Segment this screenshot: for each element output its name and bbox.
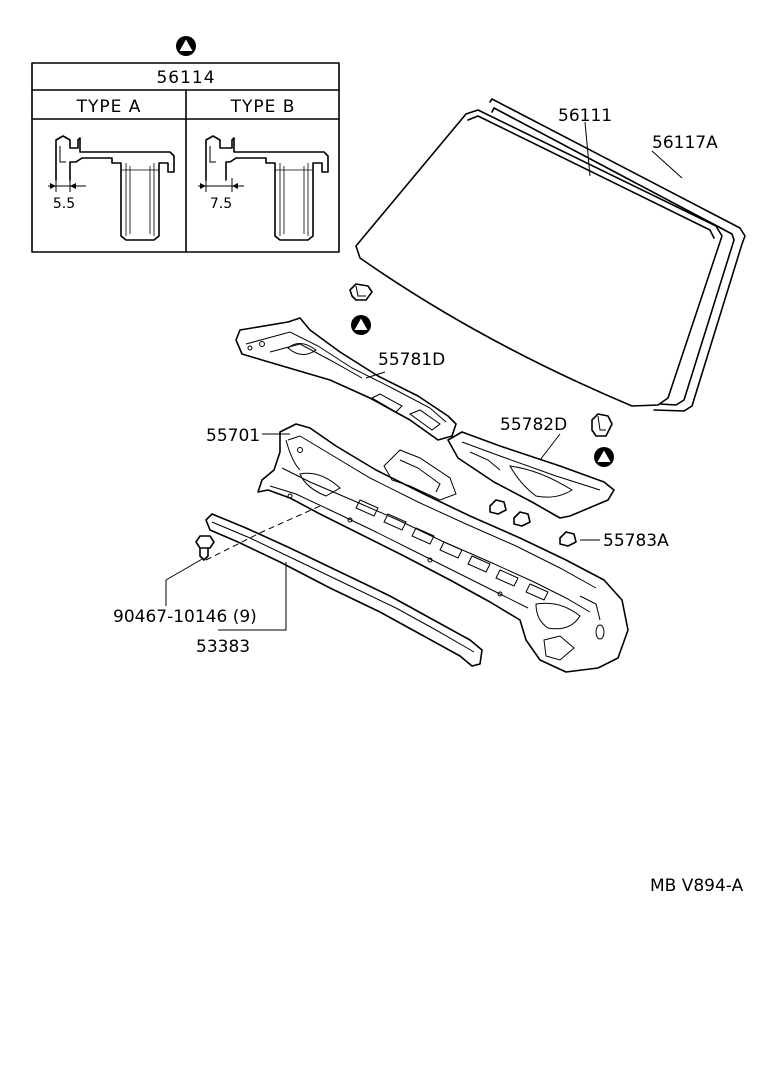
- leader-lines: [165, 121, 683, 631]
- triangle-in-circle-icon: [176, 36, 196, 56]
- left-windshield-clip: [349, 283, 373, 301]
- right-clip-marker-icon: [594, 447, 614, 467]
- callout-clip: 90467-10146 (9): [113, 607, 257, 627]
- left-clip-marker-icon: [351, 315, 371, 335]
- cowl-top-vent-rh-drawing: [447, 431, 615, 519]
- callout-cowl-plug: 55783A: [603, 531, 669, 551]
- clip-90467-drawing: [195, 535, 215, 561]
- callout-cowl-panel: 55701: [206, 426, 260, 446]
- type-b-dimension: 7.5: [210, 196, 232, 212]
- cowl-panel-drawing: [257, 423, 629, 673]
- windshield-glass-drawing: [355, 109, 723, 407]
- inset-part-number: 56114: [156, 68, 215, 88]
- type-a-label: TYPE A: [76, 97, 142, 117]
- type-a-clip-drawing: [48, 135, 175, 241]
- cowl-seal-drawing: [205, 513, 483, 667]
- cowl-plugs-drawing: [489, 499, 577, 547]
- type-b-clip-drawing: [198, 135, 329, 241]
- windshield-moulding-drawing: [489, 98, 746, 412]
- callout-windshield-glass: 56111: [558, 106, 612, 126]
- right-windshield-clip: [591, 413, 613, 437]
- callout-cowl-top-vent-rh: 55782D: [500, 415, 567, 435]
- callout-seal: 53383: [196, 637, 250, 657]
- type-b-label: TYPE B: [230, 97, 296, 117]
- callout-windshield-moulding: 56117A: [652, 133, 718, 153]
- type-a-dimension: 5.5: [53, 196, 75, 212]
- callout-cowl-top-vent-lh: 55781D: [378, 350, 445, 370]
- clip-install-dashed-line: [205, 505, 321, 561]
- diagram-code: MB V894-A: [650, 876, 744, 896]
- cowl-top-vent-lh-drawing: [235, 317, 457, 441]
- inset-box: 56114 TYPE A TYPE B 5.5: [31, 36, 340, 253]
